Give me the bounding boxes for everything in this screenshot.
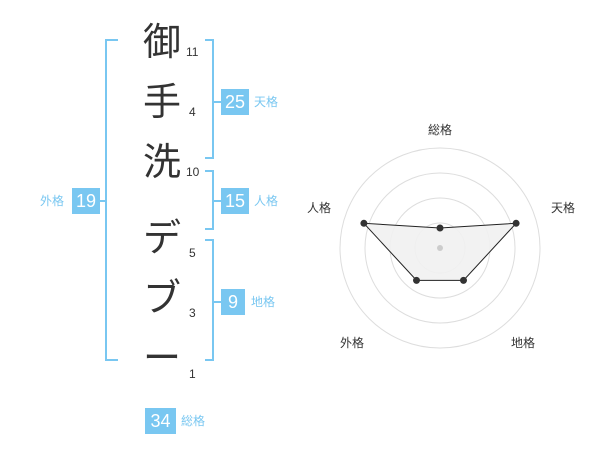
- tenkaku-bracket: [205, 39, 214, 159]
- radar-ring-3: [364, 172, 516, 324]
- name-char-2: 手: [142, 80, 181, 124]
- radar-point-2: [512, 219, 520, 227]
- stroke-count-5: 3: [189, 306, 196, 320]
- radar-axis-label-tenkaku: 天格: [551, 201, 576, 215]
- stroke-count-2: 4: [189, 105, 196, 119]
- radar-axis-label-gaikaku: 外格: [340, 336, 365, 350]
- name-char-3: 洗: [142, 140, 181, 184]
- stroke-count-4: 5: [189, 246, 196, 260]
- chikaku-value: 9: [221, 289, 245, 315]
- chikaku-label: 地格: [251, 295, 276, 309]
- name-char-6: ー: [142, 336, 181, 380]
- radar-axis-label-soukaku: 総格: [428, 123, 453, 137]
- name-char-4: デ: [142, 216, 181, 260]
- radar-point-4: [413, 276, 420, 284]
- radar-axis-label-jinkaku: 人格: [307, 201, 332, 215]
- gaikaku-value: 19: [72, 188, 100, 214]
- radar-axis-label-chikaku: 地格: [511, 336, 536, 350]
- soukaku-label: 総格: [181, 414, 206, 428]
- radar-point-5: [360, 219, 368, 227]
- radar-ring-4: [339, 147, 541, 349]
- tenkaku-value: 25: [221, 89, 249, 115]
- radar-point-1: [436, 224, 444, 232]
- radar-point-3: [460, 276, 467, 284]
- stroke-count-6: 1: [189, 367, 196, 381]
- tenkaku-label: 天格: [254, 95, 279, 109]
- chikaku-bracket: [205, 239, 214, 361]
- stroke-count-3: 10: [186, 165, 200, 179]
- name-char-1: 御: [142, 20, 181, 64]
- radar-center-point: [437, 245, 443, 251]
- stroke-count-1: 11: [186, 45, 199, 59]
- soukaku-value: 34: [145, 408, 176, 434]
- name-char-5: ブ: [142, 276, 181, 320]
- jinkaku-label: 人格: [254, 194, 279, 208]
- gaikaku-label: 外格: [40, 194, 65, 208]
- jinkaku-value: 15: [221, 188, 249, 214]
- radar-polygon: [362, 222, 518, 281]
